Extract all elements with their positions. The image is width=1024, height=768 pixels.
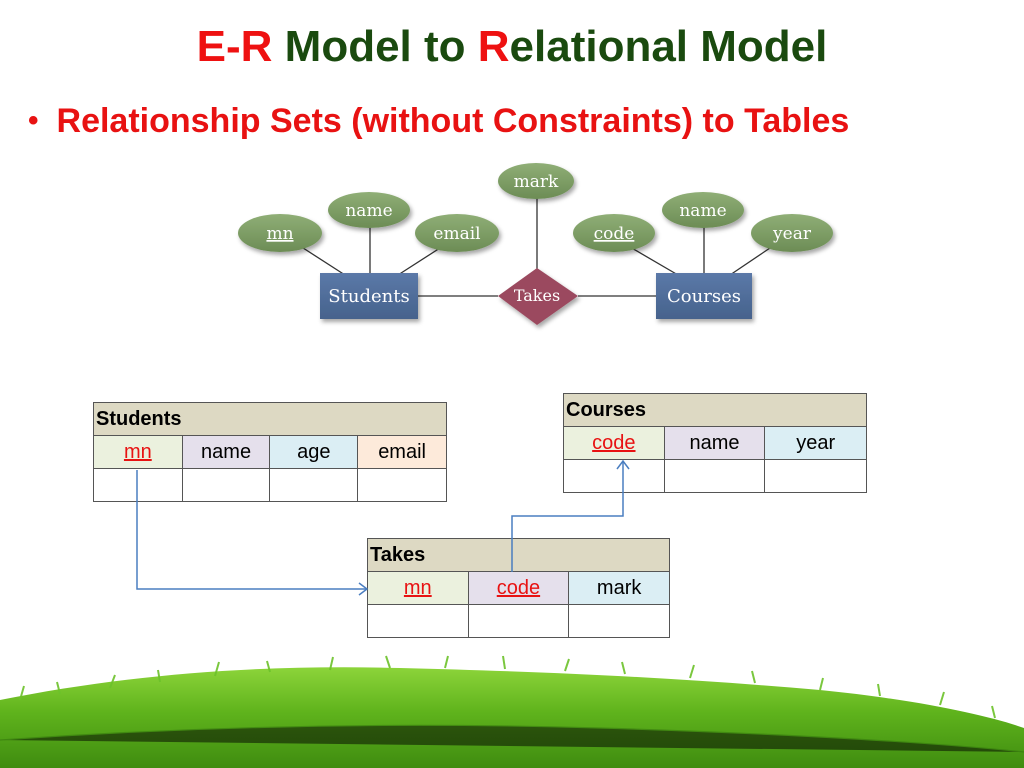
slide-title: E-R Model to Relational Model [0, 18, 1024, 76]
er-diagram: mn name email mark code name year Studen… [238, 163, 833, 325]
takes-col-mark: mark [568, 571, 670, 605]
attr-code-label: code [594, 224, 635, 244]
takes-empty-cell [467, 604, 570, 638]
title-elational-model: elational Model [509, 22, 828, 71]
attr-mn-label: mn [266, 224, 293, 244]
students-col-email: email [357, 435, 447, 469]
connector-mn [299, 245, 346, 276]
takes-col-mn: mn [367, 571, 469, 605]
bullet-point: • Relationship Sets (without Constraints… [28, 98, 849, 144]
takes-empty-cell [568, 604, 670, 638]
bullet-text: Relationship Sets (without Constraints) … [56, 101, 850, 140]
relationship-takes-label: Takes [514, 286, 560, 305]
entity-students-label: Students [328, 286, 409, 307]
entity-courses: Courses [656, 273, 752, 319]
title-model-to: Model to [272, 22, 478, 71]
courses-empty-cell [663, 459, 766, 493]
attr-code: code [573, 214, 655, 252]
attr-mark-label: mark [514, 172, 559, 192]
title-r2: R [477, 22, 510, 71]
takes-empty-row [367, 604, 670, 638]
students-col-name: name [181, 435, 271, 469]
courses-empty-cell [764, 459, 867, 493]
relationship-takes: Takes [498, 268, 578, 325]
courses-col-year: year [764, 426, 867, 460]
connector-code [629, 246, 679, 276]
title-hyphen: - [226, 22, 241, 71]
takes-empty-cell [367, 604, 469, 638]
er-connectors [299, 197, 771, 297]
entity-students: Students [320, 273, 418, 319]
entity-courses-label: Courses [667, 286, 741, 307]
attr-course-name: name [662, 192, 744, 228]
courses-table-title: Courses [563, 393, 867, 427]
attr-mark: mark [498, 163, 574, 199]
attr-student-name-label: name [345, 201, 392, 221]
courses-table: Courses code name year [563, 393, 867, 493]
attr-email: email [415, 214, 499, 252]
courses-col-code: code [563, 426, 665, 460]
title-e: E [196, 22, 226, 71]
attr-year-label: year [772, 224, 812, 244]
connector-year [729, 247, 771, 276]
attr-email-label: email [433, 224, 480, 244]
attr-year: year [751, 214, 833, 252]
bullet-dot-icon: • [28, 104, 39, 137]
title-r: R [240, 22, 273, 71]
attr-student-name: name [328, 192, 410, 228]
attr-course-name-label: name [679, 201, 726, 221]
attr-mn: mn [238, 214, 322, 252]
connector-email [397, 247, 441, 276]
